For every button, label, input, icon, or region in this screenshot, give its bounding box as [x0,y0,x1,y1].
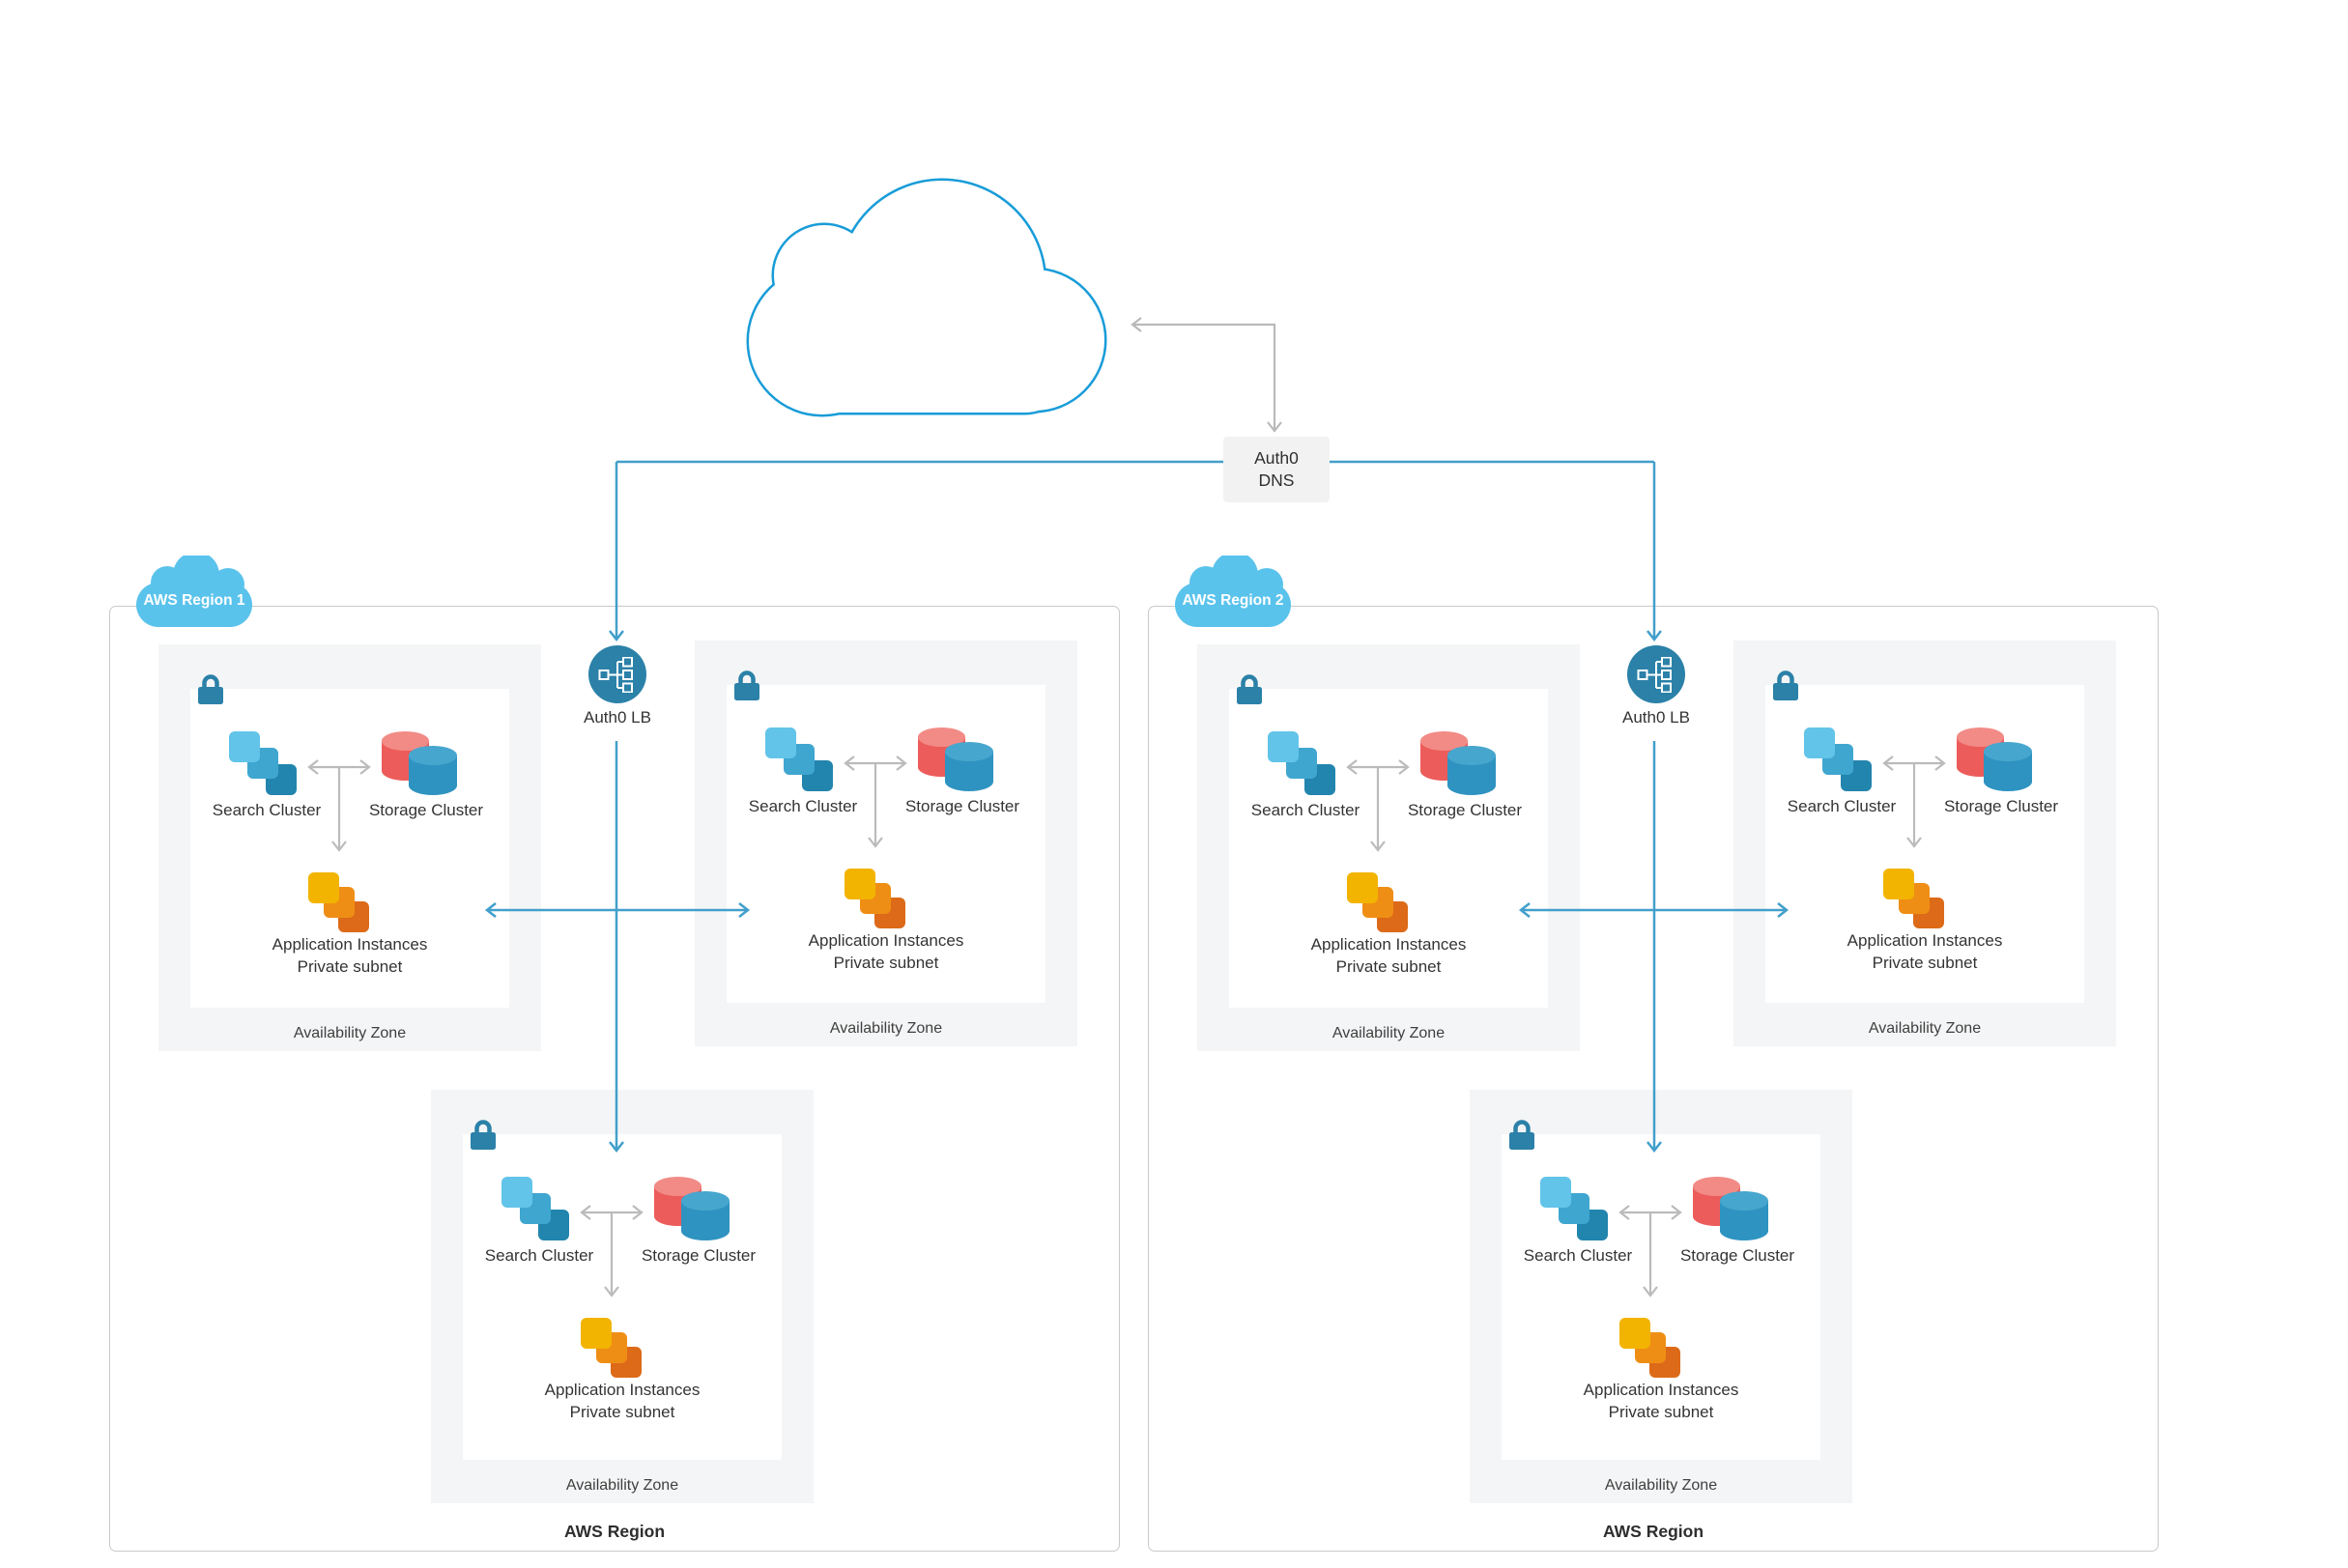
load-balancer-label: Auth0 LB [1622,708,1690,727]
cloud-dns-arrow [1131,317,1282,433]
search-cluster-label: Search Cluster [748,797,858,815]
availability-zone: Search Cluster Storage Cluster Applicati… [1470,1090,1852,1503]
internet-cloud-icon [746,178,1107,417]
application-instances-label: Application Instances Private subnet [544,1381,701,1421]
storage-cluster-label: Storage Cluster [368,801,484,819]
search-cluster-icon [765,727,833,791]
region-cloud-label: AWS Region 2 [1182,592,1284,609]
availability-zone: Search Cluster Storage Cluster Applicati… [158,644,541,1051]
lock-icon [1773,669,1798,700]
region-cloud-icon [1175,556,1291,627]
application-instances-label: Application Instances Private subnet [808,931,964,972]
search-cluster-label: Search Cluster [212,801,322,819]
application-instances-icon [1619,1318,1681,1378]
storage-cluster-icon [1420,731,1496,795]
search-cluster-label: Search Cluster [1250,801,1360,819]
lock-icon [734,669,759,700]
region-cloud-label: AWS Region 1 [143,592,245,609]
application-instances-icon [1347,872,1409,932]
availability-zone-label: Availability Zone [293,1025,407,1041]
storage-cluster-icon [1957,727,2032,791]
lock-icon [1509,1118,1534,1150]
private-subnet-box: Search Cluster Storage Cluster Applicati… [463,1134,782,1460]
availability-zone-label: Availability Zone [829,1020,943,1037]
load-balancer-icon [1627,645,1685,703]
availability-zone-label: Availability Zone [565,1477,679,1494]
auth0-load-balancer: Auth0 LB [550,645,685,727]
search-cluster-label: Search Cluster [484,1246,594,1265]
search-cluster-icon [1540,1177,1608,1240]
aws-region-1-box: Search Cluster Storage Cluster Applicati… [109,556,1120,1552]
auth0-dns-box: Auth0 DNS [1223,437,1330,502]
application-instances-label: Application Instances Private subnet [272,935,428,976]
storage-cluster-icon [382,731,457,795]
application-instances-label: Application Instances Private subnet [1847,931,2003,972]
private-subnet-box: Search Cluster Storage Cluster Applicati… [1229,689,1548,1008]
storage-cluster-label: Storage Cluster [641,1246,757,1265]
search-cluster-icon [501,1177,569,1240]
search-cluster-icon [229,731,297,795]
storage-cluster-label: Storage Cluster [904,797,1020,815]
aws-region-2-cloud-badge: AWS Region 2 [1173,556,1293,629]
search-cluster-label: Search Cluster [1787,797,1897,815]
private-subnet-box: Search Cluster Storage Cluster Applicati… [1765,685,2084,1003]
application-instances-icon [581,1318,643,1378]
storage-cluster-icon [654,1177,730,1240]
availability-zone: Search Cluster Storage Cluster Applicati… [1197,644,1580,1051]
dns-label-line1: Auth0 [1254,448,1299,468]
lock-icon [1237,672,1262,704]
lock-icon [471,1118,496,1150]
application-instances-label: Application Instances Private subnet [1583,1381,1739,1421]
load-balancer-label: Auth0 LB [584,708,651,727]
aws-region-2-box: Search Cluster Storage Cluster Applicati… [1148,556,2159,1552]
search-cluster-label: Search Cluster [1523,1246,1633,1265]
search-cluster-icon [1268,731,1335,795]
storage-cluster-label: Storage Cluster [1679,1246,1795,1265]
availability-zone: Search Cluster Storage Cluster Applicati… [431,1090,814,1503]
application-instances-icon [845,869,906,928]
load-balancer-icon [588,645,646,703]
storage-cluster-label: Storage Cluster [1407,801,1523,819]
dns-label-line2: DNS [1258,470,1295,490]
availability-zone-label: Availability Zone [1604,1477,1718,1494]
aws-region-1-cloud-badge: AWS Region 1 [134,556,254,629]
region-cloud-icon [136,556,252,627]
application-instances-label: Application Instances Private subnet [1310,935,1467,976]
aws-region-footer-label: AWS Region [563,1522,666,1541]
availability-zone: Search Cluster Storage Cluster Applicati… [1733,641,2116,1046]
application-instances-icon [308,872,370,932]
availability-zone-label: Availability Zone [1331,1025,1446,1041]
aws-region-footer-label: AWS Region [1602,1522,1704,1541]
storage-cluster-icon [1693,1177,1768,1240]
lock-icon [198,672,223,704]
storage-cluster-icon [918,727,993,791]
private-subnet-box: Search Cluster Storage Cluster Applicati… [727,685,1045,1003]
availability-zone-label: Availability Zone [1868,1020,1982,1037]
application-instances-icon [1883,869,1945,928]
private-subnet-box: Search Cluster Storage Cluster Applicati… [1502,1134,1820,1460]
storage-cluster-label: Storage Cluster [1943,797,2059,815]
availability-zone: Search Cluster Storage Cluster Applicati… [695,641,1077,1046]
search-cluster-icon [1804,727,1872,791]
private-subnet-box: Search Cluster Storage Cluster Applicati… [190,689,509,1008]
auth0-load-balancer: Auth0 LB [1589,645,1724,727]
